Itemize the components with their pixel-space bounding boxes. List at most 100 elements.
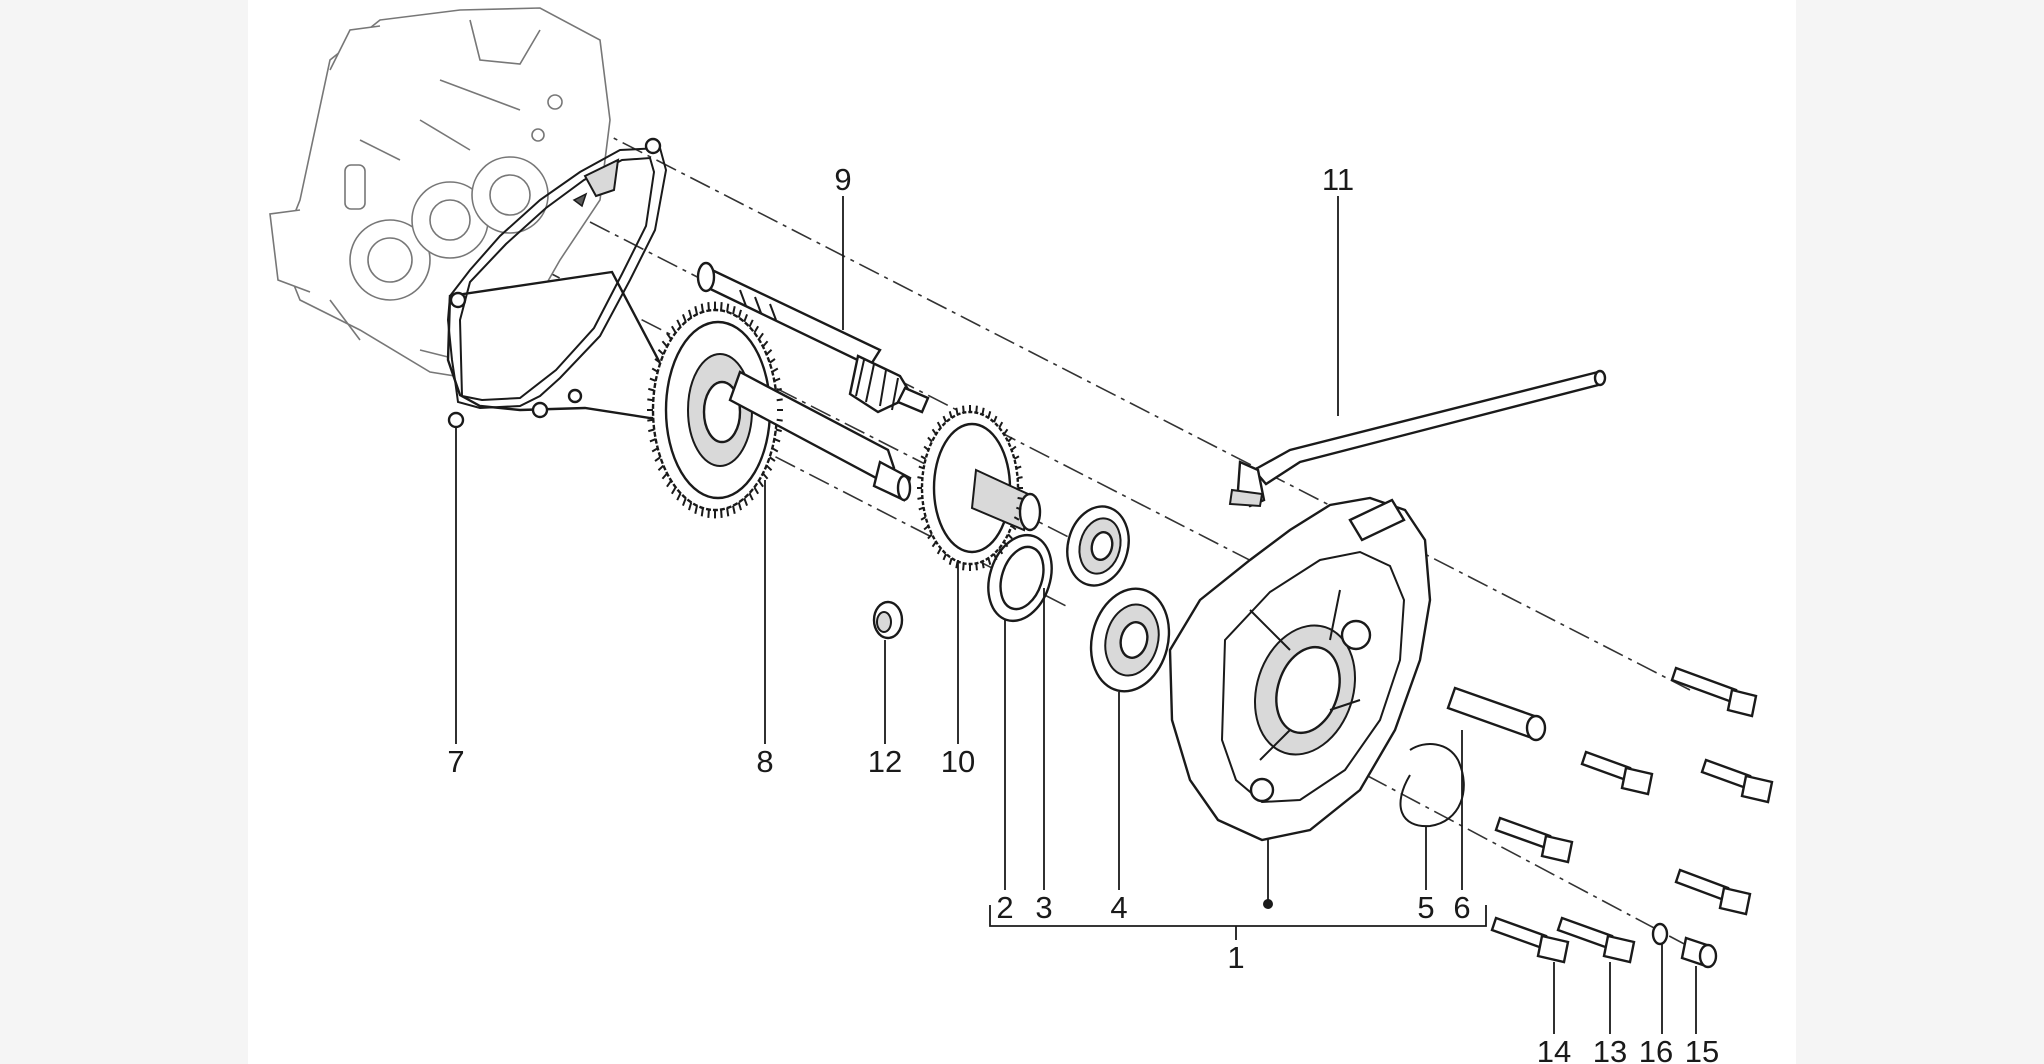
- breather-tube: [1228, 369, 1607, 508]
- gear-tooth: [758, 480, 764, 488]
- leader-lines: [455, 196, 1697, 1034]
- gear-tooth: [737, 309, 742, 318]
- pinion-shaft: [696, 261, 930, 414]
- washer-16: [1651, 922, 1669, 946]
- gear-tooth: [1010, 525, 1017, 531]
- part-number-3: 3: [1035, 890, 1052, 925]
- gear-tooth: [981, 561, 985, 569]
- gear-tooth: [743, 497, 748, 506]
- gear-tooth: [676, 492, 682, 501]
- gear-tooth: [1013, 455, 1020, 460]
- gear-tooth: [917, 476, 923, 480]
- gear-tooth: [654, 358, 661, 364]
- part-number-6: 6: [1453, 890, 1470, 925]
- gear-tooth: [993, 415, 998, 423]
- gear-tooth: [998, 421, 1004, 429]
- gear-tooth: [707, 302, 710, 311]
- bolt-lower-right: [1674, 868, 1752, 916]
- gear-tooth: [1017, 496, 1023, 500]
- gear-tooth: [748, 319, 754, 328]
- gear-tooth: [1007, 533, 1013, 540]
- gear-tooth: [657, 349, 665, 356]
- gear-tooth: [1016, 506, 1022, 511]
- part-number-10: 10: [941, 744, 975, 779]
- gear-tooth: [1007, 436, 1013, 443]
- part-number-labels: 1 2 3 4 5 6 7 8 9 10 11 12 13 14 15 16: [447, 162, 1719, 1064]
- part-number-9: 9: [834, 162, 851, 197]
- gear-tooth: [776, 418, 783, 422]
- gear-tooth: [936, 421, 942, 429]
- gear-tooth: [732, 505, 736, 514]
- gear-tooth: [765, 464, 773, 471]
- gear-tooth: [647, 418, 654, 422]
- part-number-13: 13: [1593, 1034, 1627, 1064]
- part-number-12: 12: [868, 744, 902, 779]
- part-number-15: 15: [1685, 1034, 1719, 1064]
- gear-tooth: [726, 303, 730, 313]
- gear-tooth: [661, 340, 668, 348]
- final-drive-gear-teeth: [647, 301, 783, 519]
- part-number-8: 8: [756, 744, 773, 779]
- part-number-11: 11: [1322, 162, 1354, 197]
- gear-tooth: [737, 502, 742, 511]
- gear-tooth: [918, 506, 924, 511]
- gear-tooth: [743, 314, 748, 323]
- gear-tooth: [647, 398, 654, 402]
- plug-15: [1680, 936, 1718, 969]
- gear-tooth: [649, 377, 657, 382]
- gear-tooth: [993, 553, 998, 561]
- gear-tooth: [648, 387, 655, 392]
- gear-tooth: [682, 314, 687, 323]
- gear-tooth: [651, 367, 659, 373]
- gear-tooth: [771, 447, 779, 453]
- gear-tooth: [700, 303, 704, 313]
- gear-tooth: [987, 557, 992, 565]
- gear-tooth: [769, 358, 776, 364]
- gear-tooth: [923, 525, 930, 531]
- gear-tooth: [688, 502, 693, 511]
- gear-tooth: [920, 455, 927, 460]
- gear-tooth: [920, 516, 927, 521]
- part-number-5: 5: [1417, 890, 1434, 925]
- gear-tooth: [720, 302, 723, 311]
- gear-tooth: [720, 509, 723, 518]
- gear-tooth: [962, 405, 965, 413]
- gear-tooth: [654, 456, 661, 462]
- gear-tooth: [732, 306, 736, 315]
- gear-tooth: [682, 497, 687, 506]
- gear-tooth: [765, 349, 773, 356]
- gear-tooth: [670, 325, 677, 334]
- gear-tooth: [955, 561, 959, 569]
- gear-tooth: [948, 557, 953, 565]
- gear-tooth: [775, 387, 782, 392]
- gear-tooth: [762, 340, 769, 348]
- gear-tooth: [688, 309, 693, 318]
- gear-tooth: [927, 436, 933, 443]
- gear-tooth: [775, 428, 782, 433]
- gear-tooth: [666, 480, 672, 488]
- gear-tooth: [661, 472, 668, 480]
- gear-tooth: [931, 541, 937, 548]
- gear-tooth: [1010, 445, 1017, 451]
- gear-tooth: [769, 456, 776, 462]
- gear-tooth: [694, 306, 698, 315]
- gear-tooth: [962, 563, 965, 571]
- part-number-2: 2: [996, 890, 1013, 925]
- gear-tooth: [917, 496, 923, 500]
- gasket: [446, 137, 693, 429]
- bolt-top-right: [1670, 666, 1758, 718]
- gear-tooth: [753, 325, 760, 334]
- gear-tooth: [998, 547, 1004, 555]
- gear-tooth: [981, 407, 985, 415]
- gear-tooth: [649, 438, 657, 443]
- gear-tooth: [1017, 476, 1023, 480]
- gear-tooth: [931, 428, 937, 435]
- intermediate-gear: [920, 410, 1042, 566]
- gear-tooth: [955, 407, 959, 415]
- gear-tooth: [700, 507, 704, 517]
- gear-tooth: [648, 428, 655, 433]
- gear-tooth: [776, 398, 783, 402]
- final-drive-gear: [651, 308, 912, 512]
- circlip: [1399, 743, 1465, 828]
